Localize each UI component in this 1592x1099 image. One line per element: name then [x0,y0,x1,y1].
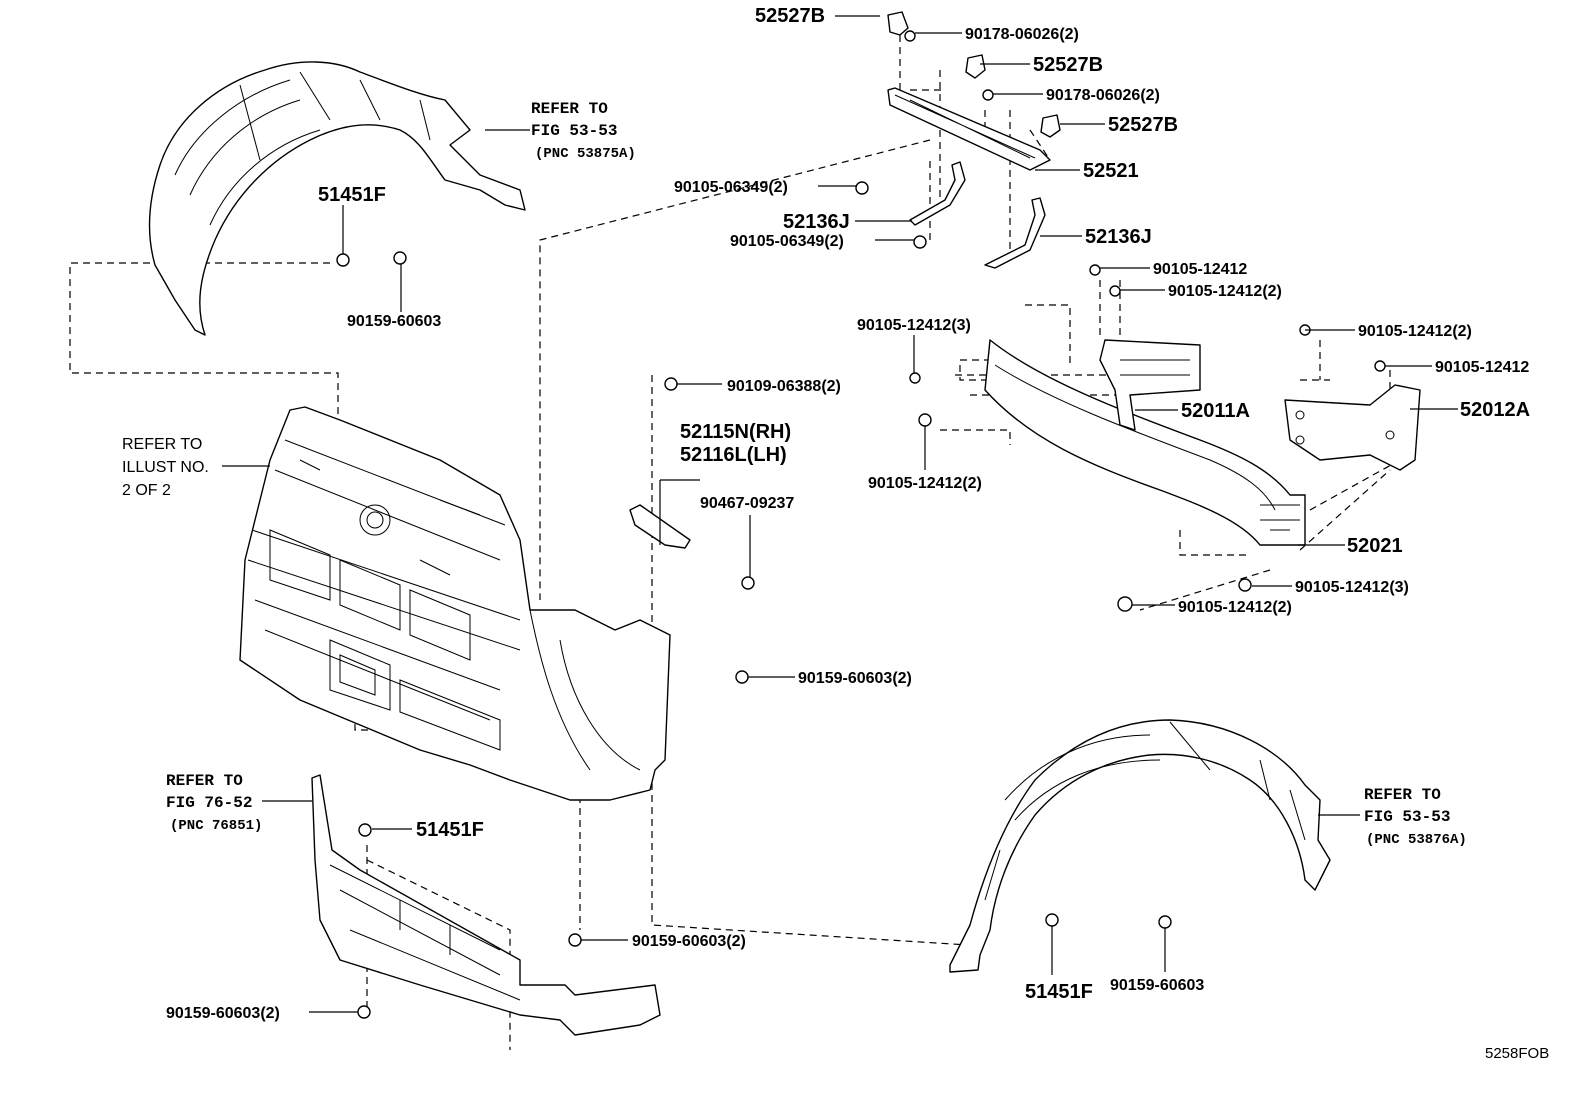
label-90105-12412: 90105-12412(2) [868,475,982,492]
label-52521: 52521 [1083,160,1139,182]
bumper-reinforcement [984,339,1306,546]
fender-liner-left [148,61,526,336]
label-52012A: 52012A [1460,399,1530,421]
label-52116L: 52116L(LH) [680,444,787,466]
ref-note-line: REFER TO [166,772,243,790]
label-52021: 52021 [1347,535,1403,557]
label-90109-06388: 90109-06388(2) [727,378,841,395]
front-bumper-assembly [239,406,671,801]
ref-note-line: REFER TO [531,100,608,118]
label-90105-12412: 90105-12412 [1153,261,1247,278]
label-52527B: 52527B [755,5,825,27]
ref-note-line: FIG 53-53 [531,122,617,140]
label-52115N: 52115N(RH) [680,421,791,443]
ref-note-line: 2 OF 2 [122,482,171,499]
label-90105-12412: 90105-12412(3) [1295,579,1409,596]
label-90467-09237: 90467-09237 [700,495,794,512]
reference-notes: REFER TO FIG 53-53 (PNC 53875A) REFER TO… [122,100,1467,848]
label-51451F: 51451F [1025,981,1093,1003]
label-90159-60603: 90159-60603(2) [166,1005,280,1022]
label-90105-12412: 90105-12412(2) [1358,323,1472,340]
lower-spoiler [311,774,661,1036]
label-90105-12412: 90105-12412(2) [1178,599,1292,616]
ref-note-line: FIG 76-52 [166,794,252,812]
label-90178-06026: 90178-06026(2) [1046,87,1160,104]
label-90159-60603: 90159-60603(2) [798,670,912,687]
label-90105-12412: 90105-12412(2) [1168,283,1282,300]
label-90178-06026: 90178-06026(2) [965,26,1079,43]
label-52136J: 52136J [1085,226,1152,248]
label-51451F: 51451F [416,819,484,841]
label-90105-12412: 90105-12412(3) [857,317,971,334]
bracket-52011A [1099,339,1201,431]
ref-note-line: (PNC 76851) [170,818,262,834]
ref-note-line: ILLUST NO. [122,459,209,476]
fasteners [336,30,1386,1019]
fender-liner-right [949,719,1331,973]
ref-note-line: REFER TO [122,436,202,453]
ref-note-line: FIG 53-53 [1364,808,1450,826]
label-90105-12412: 90105-12412 [1435,359,1529,376]
bracket-52012A [1284,384,1421,471]
ref-note-line: REFER TO [1364,786,1441,804]
leader-lines [222,15,1458,1013]
ref-note-line: (PNC 53875A) [535,146,636,162]
ref-note-line: (PNC 53876A) [1366,832,1467,848]
label-52527B: 52527B [1108,114,1178,136]
label-52011A: 52011A [1181,400,1250,422]
label-90159-60603: 90159-60603 [347,313,441,330]
label-90105-06349: 90105-06349(2) [730,233,844,250]
callout-labels: 52527B 90178-06026(2) 52527B 90178-06026… [166,5,1530,1022]
upper-bracket-parts [887,11,1061,269]
label-90159-60603: 90159-60603(2) [632,933,746,950]
label-90105-06349: 90105-06349(2) [674,179,788,196]
label-90159-60603: 90159-60603 [1110,977,1204,994]
label-52136J: 52136J [783,211,850,233]
figure-code: 5258FOB [1485,1045,1549,1062]
label-51451F: 51451F [318,184,386,206]
label-52527B: 52527B [1033,54,1103,76]
